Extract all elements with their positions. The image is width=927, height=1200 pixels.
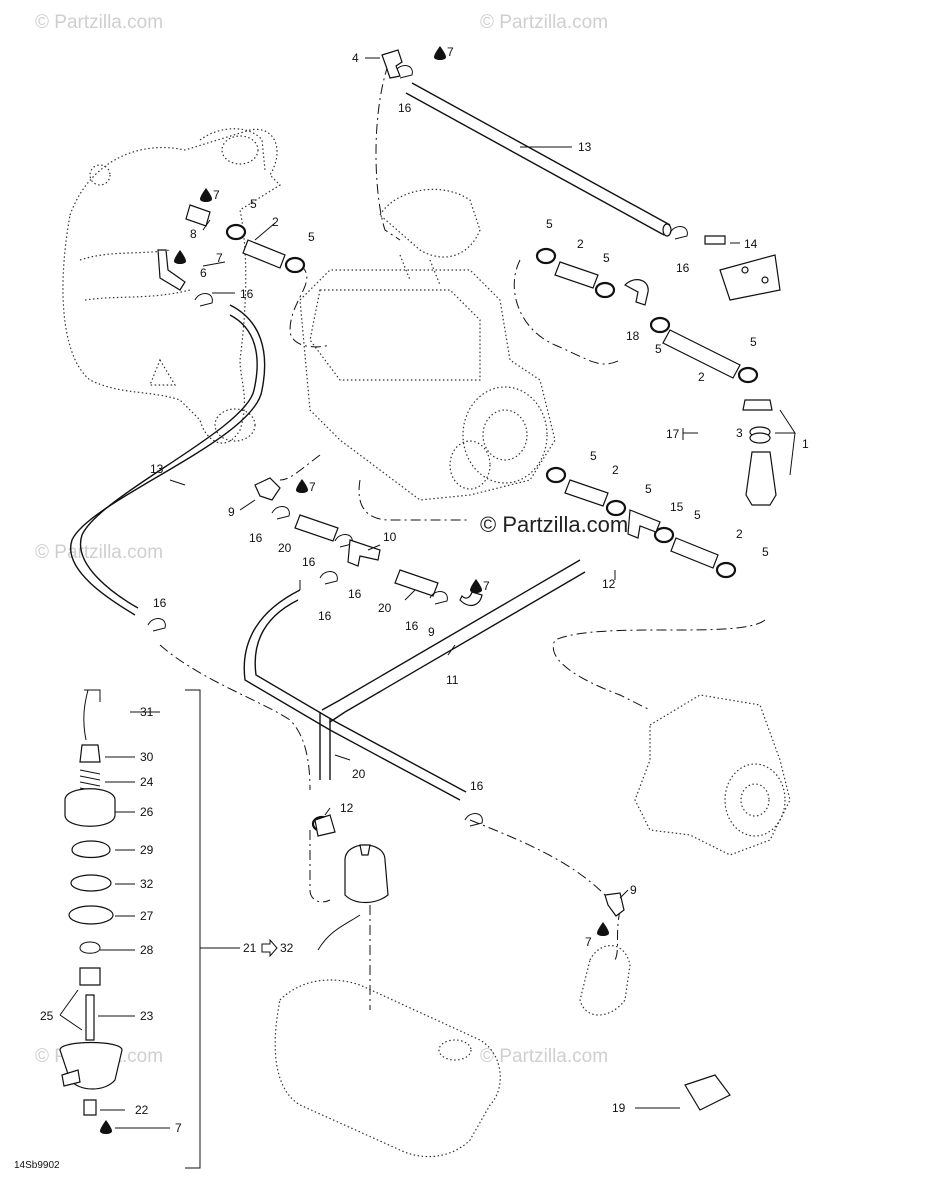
- callout: 9: [630, 883, 637, 897]
- callout: 17: [666, 427, 680, 441]
- callout: 7: [585, 935, 592, 949]
- arrow-right-icon: [261, 938, 278, 958]
- callout: 25: [40, 1009, 54, 1023]
- callout: 8: [190, 227, 197, 241]
- callout: 7: [175, 1121, 182, 1135]
- callout: 7: [483, 579, 490, 593]
- oil-drop-icon: [296, 479, 308, 493]
- callout: 32: [280, 941, 294, 955]
- callout: 28: [140, 943, 154, 957]
- callout: 21: [243, 941, 257, 955]
- callout: 14: [744, 237, 758, 251]
- oil-drops: [100, 46, 609, 1134]
- callout: 5: [645, 482, 652, 496]
- oil-drop-icon: [434, 46, 446, 60]
- callout: 5: [590, 449, 597, 463]
- callout: 18: [626, 329, 640, 343]
- callout: 16: [676, 261, 690, 275]
- callout: 31: [140, 705, 154, 719]
- callout: 5: [694, 508, 701, 522]
- oil-drop-icon: [200, 188, 212, 202]
- callout: 16: [240, 287, 254, 301]
- callout: 7: [216, 251, 223, 265]
- callout: 12: [340, 801, 354, 815]
- callout: 5: [546, 217, 553, 231]
- callout: 30: [140, 750, 154, 764]
- callout: 2: [612, 463, 619, 477]
- callout: 10: [383, 530, 397, 544]
- watermark-main: © Partzilla.com: [480, 512, 628, 537]
- callout: 4: [352, 51, 359, 65]
- wire-clips: [147, 65, 688, 827]
- callout: 5: [308, 230, 315, 244]
- callout: 24: [140, 775, 154, 789]
- hose-13-left: [69, 304, 266, 616]
- callout: 16: [302, 555, 316, 569]
- callout: 16: [470, 779, 484, 793]
- callout: 5: [603, 251, 610, 265]
- oil-drop-icon: [174, 250, 186, 264]
- jet-pump: [634, 694, 791, 856]
- callout: 2: [698, 370, 705, 384]
- callout: 1: [802, 437, 809, 451]
- callout: 11: [446, 673, 459, 687]
- hose-13-top: [405, 82, 672, 237]
- callout: 5: [750, 335, 757, 349]
- dash-dot-routing: [159, 64, 766, 1010]
- callout: 2: [577, 237, 584, 251]
- callout: 16: [405, 619, 419, 633]
- short-hoses: [242, 239, 741, 597]
- callout: 9: [428, 625, 435, 639]
- diagram-code: 14Sb9902: [14, 1160, 60, 1171]
- engine-block: [299, 188, 556, 501]
- callout: 20: [278, 541, 292, 555]
- callout: 5: [655, 342, 662, 356]
- callout: 6: [200, 266, 207, 280]
- callout: 12: [602, 577, 616, 591]
- callout: 13: [150, 462, 164, 476]
- oil-drop-icon: [470, 579, 482, 593]
- callout: 9: [228, 505, 235, 519]
- callout: 16: [249, 531, 263, 545]
- callout: 2: [736, 527, 743, 541]
- callout: 2: [272, 215, 279, 229]
- hose-20-long: [243, 589, 467, 801]
- vent-kit-detail: [59, 689, 240, 1169]
- exhaust-manifold: [62, 128, 281, 444]
- hose-11: [321, 559, 586, 723]
- callout: 16: [348, 587, 362, 601]
- callout: 32: [140, 877, 154, 891]
- callout: 26: [140, 805, 154, 819]
- callout: 20: [352, 767, 366, 781]
- watermark: © Partzilla.com: [35, 542, 163, 563]
- watermark: © Partzilla.com: [480, 1046, 608, 1067]
- callout: 5: [762, 545, 769, 559]
- callout: 13: [578, 140, 592, 154]
- callout: 23: [140, 1009, 154, 1023]
- callout: 16: [318, 609, 332, 623]
- callout: 16: [398, 101, 412, 115]
- callout: 7: [213, 188, 220, 202]
- callout: 3: [736, 426, 743, 440]
- callout: 20: [378, 601, 392, 615]
- callout: 7: [447, 45, 454, 59]
- oil-drop-icon: [597, 922, 609, 936]
- watermark: © Partzilla.com: [480, 12, 608, 33]
- oil-drop-icon: [100, 1120, 112, 1134]
- callout: 22: [135, 1103, 149, 1117]
- watermark: © Partzilla.com: [35, 12, 163, 33]
- leader-lines: [59, 57, 796, 1129]
- callout: 7: [309, 480, 316, 494]
- callout: 19: [612, 1101, 626, 1115]
- callout: 16: [153, 596, 167, 610]
- muffler: [274, 945, 631, 1158]
- callout: 27: [140, 909, 154, 923]
- callout-labels: 4 7 16 13 7 5 8 2 5 7 6 16 5 2 5 14 16 1…: [40, 45, 809, 1135]
- fittings: [157, 49, 781, 1111]
- callout: 5: [250, 197, 257, 211]
- callout: 29: [140, 843, 154, 857]
- callout: 15: [670, 500, 684, 514]
